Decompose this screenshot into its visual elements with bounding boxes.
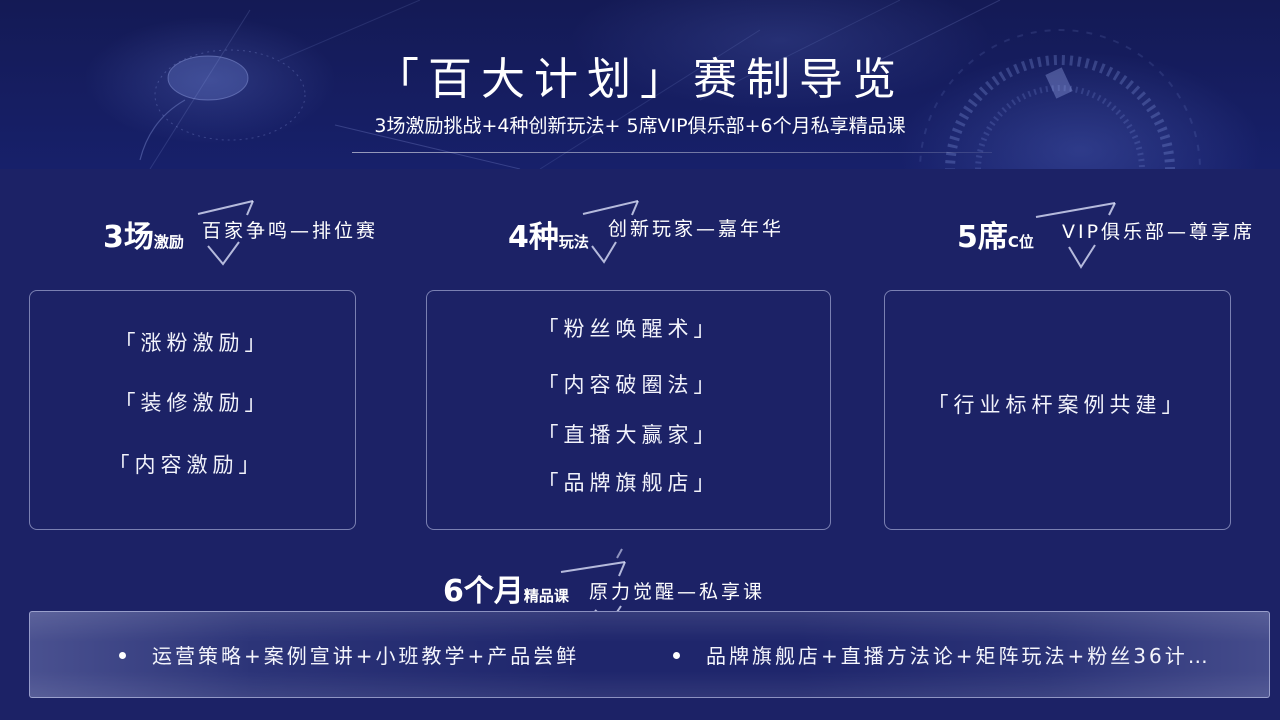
bullet-text: 运营策略+案例宣讲+小班教学+产品尝鲜 [152, 644, 580, 668]
heading-small-text: 精品课 [523, 587, 569, 605]
incentives-card: 「涨粉激励」 「装修激励」 「内容激励」 [29, 290, 356, 530]
heading-big-text: 4种 [508, 220, 559, 255]
section-heading-course: 6个月精品课 原力觉醒—私享课 [443, 548, 773, 628]
title-divider [352, 152, 992, 153]
triangle-decoration-icon [1035, 202, 1116, 269]
heading-big-text: 3场 [103, 220, 154, 255]
section-tag: 创新玩家—嘉年华 [608, 218, 785, 240]
section-heading-number: 5席C位 [957, 220, 1034, 260]
section-heading-number: 6个月精品课 [443, 574, 569, 614]
page-subtitle: 3场激励挑战+4种创新玩法+ 5席VIP俱乐部+6个月私享精品课 [374, 115, 906, 137]
heading-big-text: 5席 [957, 220, 1008, 255]
vip-card: 「行业标杆案例共建」 [884, 290, 1231, 530]
card-item: 「内容激励」 [108, 453, 265, 477]
card-item: 「粉丝唤醒术」 [537, 317, 720, 341]
tech-background-graphic [139, 0, 1201, 169]
section-heading-number: 4种玩法 [508, 220, 589, 260]
heading-small-text: C位 [1007, 233, 1034, 251]
section-tag: 原力觉醒—私享课 [589, 581, 766, 603]
course-bullet-item: 品牌旗舰店+直播方法论+矩阵玩法+粉丝36计… [673, 643, 1211, 669]
heading-small-text: 玩法 [558, 233, 589, 251]
course-bullet-item: 运营策略+案例宣讲+小班教学+产品尝鲜 [119, 643, 579, 669]
header-banner [0, 0, 1280, 169]
section-tag: 百家争鸣—排位赛 [202, 220, 379, 242]
card-item: 「品牌旗舰店」 [537, 471, 720, 495]
card-item: 「涨粉激励」 [114, 331, 271, 355]
course-content-bar: 运营策略+案例宣讲+小班教学+产品尝鲜 品牌旗舰店+直播方法论+矩阵玩法+粉丝3… [29, 611, 1270, 698]
triangle-decoration-icon [197, 200, 254, 266]
section-heading-vip: 5席C位 VIP俱乐部—尊享席 [957, 195, 1257, 275]
card-item: 「行业标杆案例共建」 [927, 393, 1188, 417]
page-title: 「百大计划」赛制导览 [375, 54, 905, 105]
section-heading-number: 3场激励 [103, 220, 184, 260]
bullet-dot-icon [119, 652, 126, 659]
section-heading-incentives: 3场激励 百家争鸣—排位赛 [100, 195, 390, 275]
heading-big-text: 6个月 [443, 574, 524, 609]
card-item: 「直播大赢家」 [537, 423, 720, 447]
card-item: 「装修激励」 [114, 391, 271, 415]
gameplay-card: 「粉丝唤醒术」 「内容破圈法」 「直播大赢家」 「品牌旗舰店」 [426, 290, 831, 530]
heading-small-text: 激励 [153, 233, 184, 251]
bullet-text: 品牌旗舰店+直播方法论+矩阵玩法+粉丝36计… [706, 644, 1211, 668]
section-tag: VIP俱乐部—尊享席 [1062, 221, 1256, 243]
bullet-dot-icon [673, 652, 680, 659]
card-item: 「内容破圈法」 [537, 373, 720, 397]
triangle-decoration-icon [582, 200, 639, 264]
section-heading-gameplay: 4种玩法 创新玩家—嘉年华 [508, 195, 798, 275]
